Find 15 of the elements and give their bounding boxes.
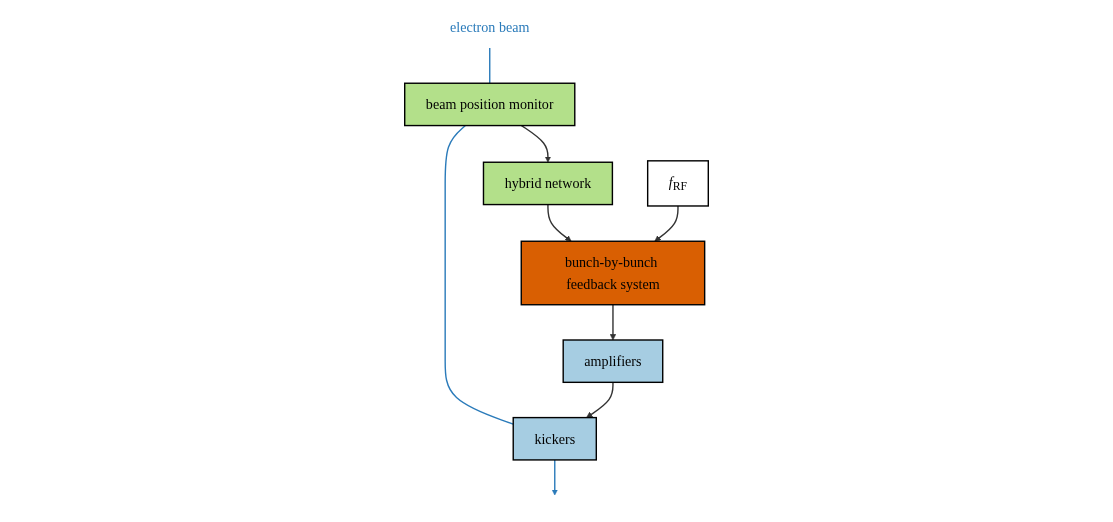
node-box: kickers [512,416,597,461]
arrow [551,459,558,496]
arrow [520,124,552,163]
connector [489,47,491,84]
node-box: beam position monitor [404,82,576,127]
node-box: hybrid network [482,161,614,206]
node-text: electron beam [449,19,530,35]
arrow [654,205,679,242]
node-box: f$_{RF}$ [646,160,709,207]
arrow [586,381,614,418]
node-box: amplifiers [562,339,664,384]
node-box: bunch-by-bunch feedback system [520,240,706,306]
arrow [547,203,572,242]
connector [444,124,514,425]
arrow [609,304,617,341]
